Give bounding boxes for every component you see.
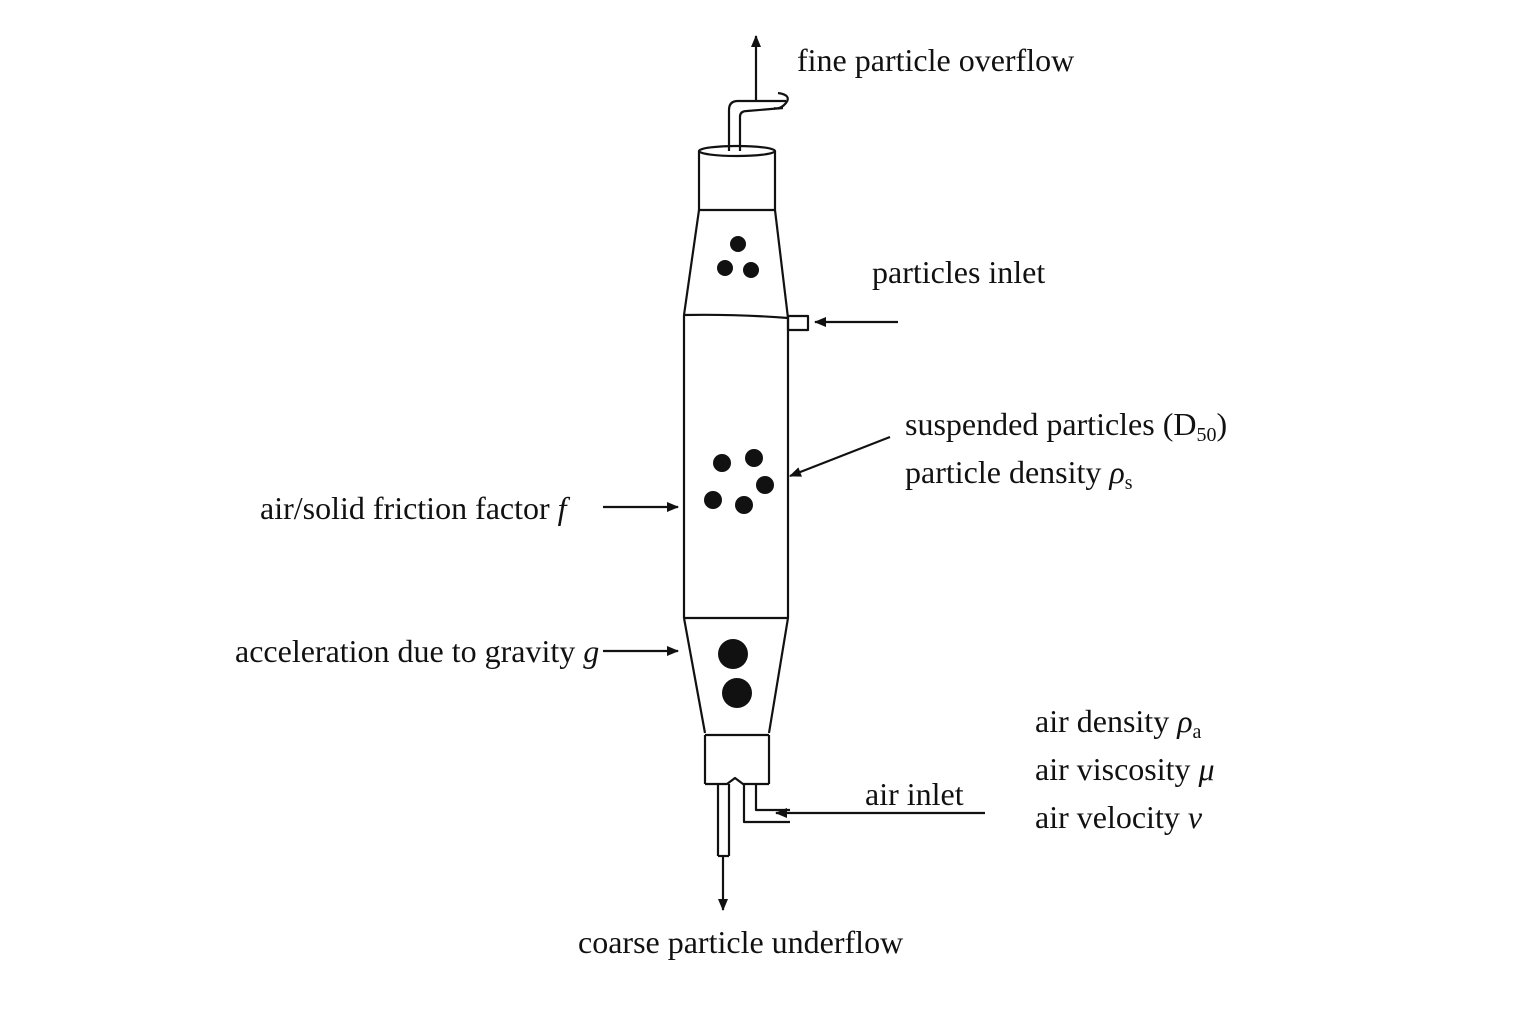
air-inlet-pipe-inner — [754, 784, 790, 812]
air-density-symbol: ρ — [1177, 703, 1193, 739]
suspended-particles-label: suspended particles (D50) — [905, 408, 1227, 445]
coarse-underflow-label: coarse particle underflow — [578, 926, 903, 958]
overflow-pipe-curl — [773, 91, 789, 110]
particle-dot-large — [722, 678, 752, 708]
upper-joint-line — [683, 313, 789, 320]
air-inlet-pipe-outer — [742, 784, 790, 824]
particles-inlet-label: particles inlet — [872, 256, 1045, 288]
particle-dot-large — [718, 639, 748, 669]
particle-dot — [756, 476, 774, 494]
particle-dot — [713, 454, 731, 472]
air-viscosity-text: air viscosity — [1035, 751, 1199, 787]
top-collar-rim — [697, 144, 777, 158]
gravity-symbol: g — [583, 633, 600, 669]
particles-inlet-text: particles inlet — [872, 254, 1046, 290]
overflow-pipe — [727, 99, 786, 151]
lower-cone-left — [682, 617, 707, 734]
fine-overflow-label: fine particle overflow — [797, 44, 1074, 76]
particle-dot — [730, 236, 746, 252]
suspended-particles-text: suspended particles (D — [905, 406, 1197, 442]
bottom-collar-bottom-edge — [705, 776, 769, 786]
particle-inlet-nozzle — [786, 314, 810, 332]
gravity-label: acceleration due to gravity g — [235, 635, 599, 667]
friction-factor-symbol: f — [557, 490, 567, 526]
particle-dot — [745, 449, 763, 467]
air-velocity-symbol: v — [1187, 799, 1203, 835]
air-inlet-label: air inlet — [865, 778, 964, 810]
lower-cone-right — [767, 617, 790, 734]
friction-factor-label: air/solid friction factor f — [260, 492, 567, 524]
air-density-subscript: a — [1192, 721, 1202, 743]
particle-dot — [735, 496, 753, 514]
friction-factor-text: air/solid friction factor — [260, 490, 558, 526]
air-velocity-label: air velocity v — [1035, 801, 1202, 833]
air-inlet-text: air inlet — [865, 776, 964, 812]
air-viscosity-symbol: μ — [1198, 751, 1215, 787]
particle-dot — [743, 262, 759, 278]
suspended-particles-subscript: 50 — [1196, 424, 1217, 446]
particles — [704, 236, 774, 708]
particle-dot — [704, 491, 722, 509]
air-viscosity-label: air viscosity μ — [1035, 753, 1215, 785]
particle-density-subscript: s — [1124, 472, 1133, 494]
overflow-pipe-inner — [738, 106, 784, 151]
air-density-text: air density — [1035, 703, 1178, 739]
particle-dot — [717, 260, 733, 276]
upper-cone-right — [773, 209, 790, 319]
suspended-particles-close: ) — [1216, 406, 1228, 442]
particle-density-label: particle density ρs — [905, 456, 1133, 493]
air-velocity-text: air velocity — [1035, 799, 1188, 835]
fine-overflow-text: fine particle overflow — [797, 42, 1075, 78]
particle-density-text: particle density — [905, 454, 1110, 490]
particle-density-symbol: ρ — [1109, 454, 1125, 490]
suspended-particles-arrow — [789, 435, 891, 478]
coarse-underflow-text: coarse particle underflow — [578, 924, 904, 960]
air-density-label: air density ρa — [1035, 705, 1201, 742]
upper-cone-left — [682, 209, 701, 316]
gravity-text: acceleration due to gravity — [235, 633, 584, 669]
